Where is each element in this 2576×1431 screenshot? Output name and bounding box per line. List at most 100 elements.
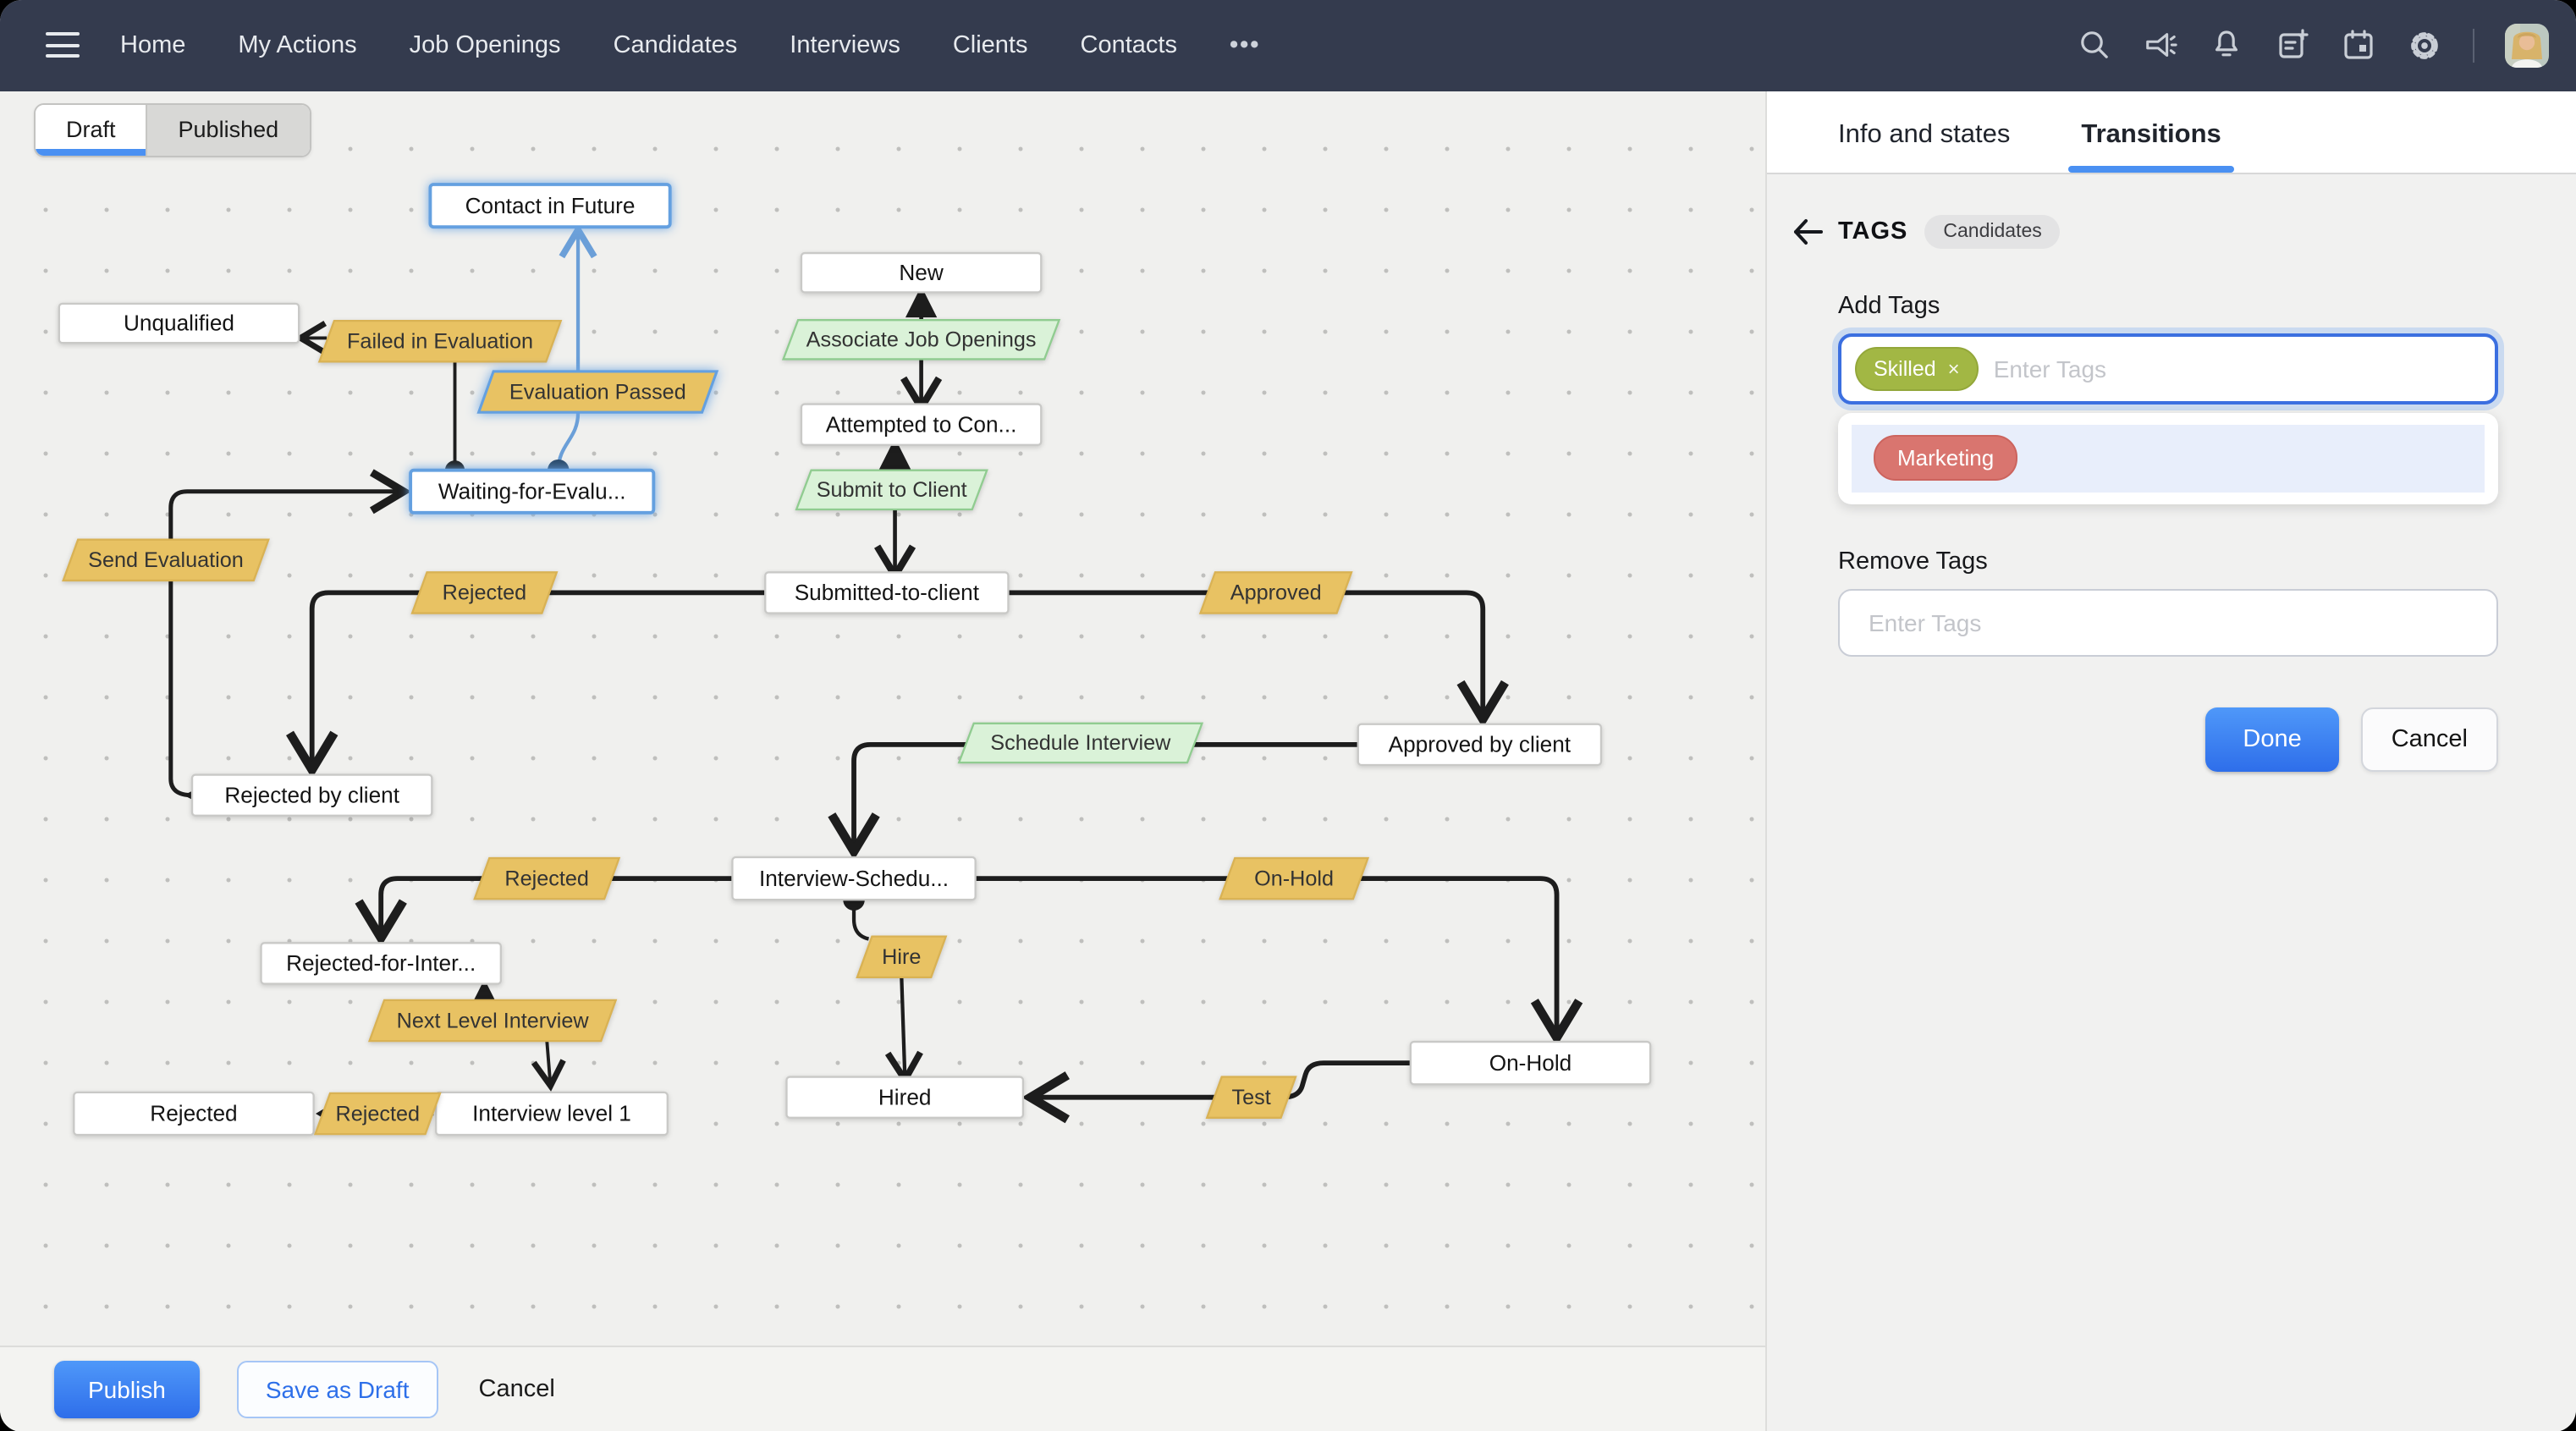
svg-text:On-Hold: On-Hold — [1489, 1049, 1572, 1075]
state-node-waiting-for-evaluation[interactable]: Waiting-for-Evalu... — [409, 467, 656, 514]
tag-chip-skilled: Skilled × — [1855, 346, 1979, 390]
announcement-icon[interactable] — [2142, 28, 2177, 63]
panel-tabs: Info and states Transitions — [1767, 91, 2576, 173]
save-as-draft-button[interactable]: Save as Draft — [236, 1360, 438, 1417]
svg-text:Unqualified: Unqualified — [124, 310, 234, 335]
flow-edge — [828, 740, 1360, 860]
flow-edge — [355, 875, 733, 946]
tag-chip-marketing[interactable]: Marketing — [1874, 435, 2018, 481]
svg-text:Interview level 1: Interview level 1 — [472, 1100, 631, 1126]
remove-tags-input[interactable]: Enter Tags — [1838, 588, 2498, 656]
state-node-submitted-to-client[interactable]: Submitted-to-client — [764, 570, 1010, 614]
nav-item-contacts[interactable]: Contacts — [1080, 31, 1177, 59]
notifications-bell-icon[interactable] — [2208, 28, 2243, 63]
transition-evaluation-passed[interactable]: Evaluation Passed — [476, 369, 719, 413]
hamburger-menu-icon[interactable] — [46, 32, 80, 58]
svg-text:Submitted-to-client: Submitted-to-client — [795, 579, 980, 604]
flow-edge — [531, 1038, 566, 1091]
transition-rejected-t2[interactable]: Rejected — [473, 856, 621, 900]
tag-suggestions-dropdown: Marketing — [1838, 412, 2498, 504]
svg-text:Waiting-for-Evalu...: Waiting-for-Evalu... — [438, 478, 626, 504]
module-badge: Candidates — [1924, 214, 2061, 248]
svg-text:New: New — [899, 259, 944, 284]
svg-text:Hire: Hire — [882, 944, 921, 968]
transition-rejected-t3[interactable]: Rejected — [313, 1091, 442, 1135]
transition-send-evaluation[interactable]: Send Evaluation — [62, 537, 270, 581]
state-node-interview-scheduled[interactable]: Interview-Schedu... — [731, 855, 977, 900]
svg-text:Rejected by client: Rejected by client — [224, 781, 399, 806]
tab-transitions[interactable]: Transitions — [2067, 119, 2235, 172]
transition-hire[interactable]: Hire — [856, 934, 948, 978]
transition-schedule-interview[interactable]: Schedule Interview — [957, 721, 1204, 763]
quick-create-note-icon[interactable] — [2274, 28, 2309, 63]
nav-item-job-openings[interactable]: Job Openings — [409, 31, 561, 59]
nav-menu: Home My Actions Job Openings Candidates Inte… — [120, 32, 1260, 59]
transition-next-level-interview[interactable]: Next Level Interview — [367, 998, 618, 1042]
transition-failed-in-evaluation[interactable]: Failed in Evaluation — [317, 318, 563, 362]
transition-on-hold-t[interactable]: On-Hold — [1219, 856, 1370, 900]
state-node-approved-by-client[interactable]: Approved by client — [1357, 722, 1603, 766]
svg-text:Evaluation Passed: Evaluation Passed — [509, 379, 686, 403]
svg-text:Send Evaluation: Send Evaluation — [88, 548, 244, 571]
calendar-icon[interactable] — [2340, 28, 2375, 63]
flow-edge — [884, 975, 923, 1086]
flow-edge — [285, 589, 768, 778]
transition-associate-job-openings[interactable]: Associate Job Openings — [781, 317, 1061, 360]
state-node-unqualified[interactable]: Unqualified — [58, 301, 300, 344]
search-icon[interactable] — [2076, 28, 2111, 63]
back-arrow-icon[interactable] — [1789, 212, 1826, 250]
nav-item-clients[interactable]: Clients — [952, 31, 1028, 59]
toggle-draft[interactable]: Draft — [36, 104, 147, 155]
state-node-hired[interactable]: Hired — [785, 1075, 1025, 1118]
state-node-interview-level-1[interactable]: Interview level 1 — [435, 1090, 669, 1136]
tab-info-and-states[interactable]: Info and states — [1838, 119, 2011, 148]
state-node-rejected-by-client[interactable]: Rejected by client — [190, 773, 433, 816]
remove-tags-label: Remove Tags — [1838, 548, 1988, 575]
nav-item-interviews[interactable]: Interviews — [790, 31, 900, 59]
transition-submit-to-client[interactable]: Submit to Client — [795, 468, 988, 510]
toggle-published[interactable]: Published — [146, 104, 310, 155]
svg-text:Failed in Evaluation: Failed in Evaluation — [347, 329, 533, 353]
flow-edge — [843, 888, 870, 940]
svg-text:Rejected: Rejected — [150, 1100, 237, 1126]
user-avatar[interactable] — [2505, 23, 2549, 68]
transition-test[interactable]: Test — [1205, 1075, 1297, 1118]
publish-button[interactable]: Publish — [54, 1360, 200, 1417]
svg-text:Contact in Future: Contact in Future — [465, 192, 636, 217]
svg-text:Attempted to Con...: Attempted to Con... — [826, 410, 1017, 436]
svg-text:Rejected: Rejected — [504, 866, 589, 889]
state-node-contact-in-future[interactable]: Contact in Future — [428, 182, 672, 228]
svg-text:Next Level Interview: Next Level Interview — [397, 1008, 590, 1032]
add-tags-placeholder: Enter Tags — [1993, 355, 2107, 382]
right-panel: Info and states Transitions TAGS Candida… — [1767, 91, 2576, 1431]
add-tags-input[interactable]: Skilled × Enter Tags — [1838, 333, 2498, 404]
transition-approved[interactable]: Approved — [1198, 570, 1353, 614]
tag-suggestion-item[interactable]: Marketing — [1852, 424, 2485, 492]
settings-gear-icon[interactable] — [2406, 28, 2441, 63]
svg-text:Interview-Schedu...: Interview-Schedu... — [759, 865, 949, 890]
remove-chip-icon[interactable]: × — [1947, 356, 1960, 380]
tags-section-title: TAGS — [1838, 217, 1908, 245]
cancel-button[interactable]: Cancel — [476, 1362, 559, 1416]
svg-text:Rejected: Rejected — [443, 581, 527, 604]
done-button[interactable]: Done — [2205, 707, 2339, 771]
flow-edge — [168, 468, 411, 812]
state-node-on-hold[interactable]: On-Hold — [1409, 1039, 1652, 1085]
svg-text:On-Hold: On-Hold — [1254, 866, 1334, 889]
state-node-attempted-to-contact[interactable]: Attempted to Con... — [800, 402, 1043, 445]
tag-chip-label: Skilled — [1874, 356, 1936, 380]
svg-text:Hired: Hired — [878, 1083, 932, 1109]
state-node-new[interactable]: New — [800, 250, 1043, 293]
state-node-rejected[interactable]: Rejected — [73, 1090, 315, 1136]
svg-text:Approved: Approved — [1230, 581, 1322, 604]
nav-item-my-actions[interactable]: My Actions — [238, 31, 357, 59]
panel-cancel-button[interactable]: Cancel — [2360, 707, 2498, 771]
nav-more-icon[interactable]: ••• — [1229, 31, 1261, 59]
state-node-rejected-for-interview[interactable]: Rejected-for-Inter... — [260, 941, 503, 984]
nav-item-candidates[interactable]: Candidates — [613, 31, 738, 59]
transition-rejected-t1[interactable]: Rejected — [410, 570, 559, 614]
svg-text:Associate Job Openings: Associate Job Openings — [806, 327, 1037, 351]
nav-item-home[interactable]: Home — [120, 31, 186, 59]
